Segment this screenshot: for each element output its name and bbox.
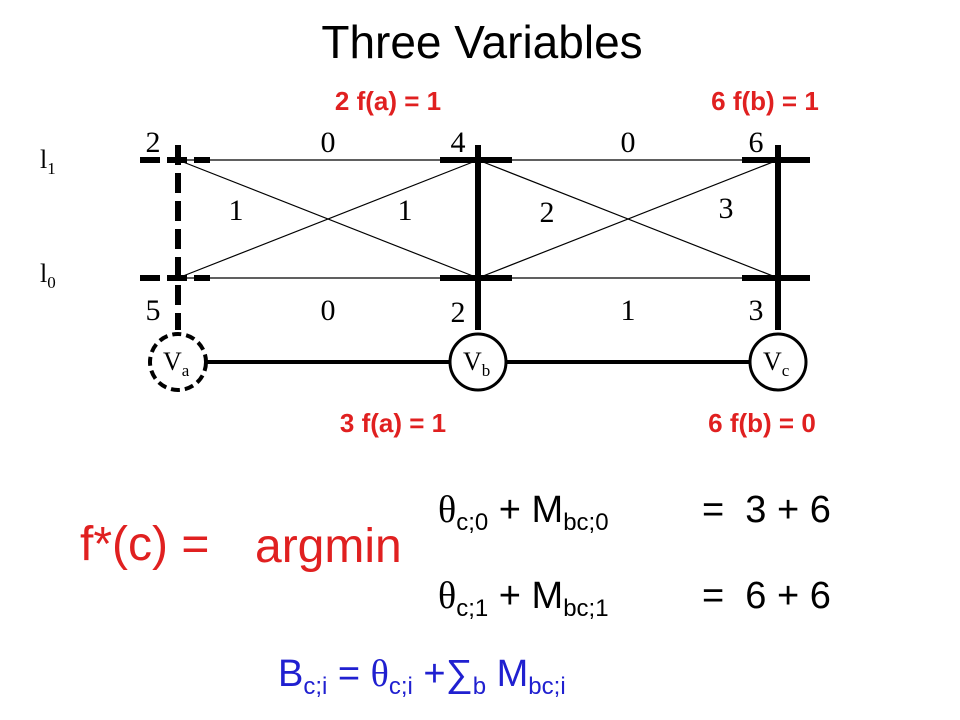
formula-row-0: θc;0 + Mbc;0: [438, 489, 609, 536]
formula-argmin: argmin: [255, 520, 402, 573]
annotation-bottom-right: 6 f(b) = 0: [708, 408, 816, 438]
edge-ab-cross-up: [177, 159, 479, 279]
pairwise-bc-bottom: 1: [621, 294, 636, 327]
variable-a-node: [148, 332, 208, 392]
pairwise-edges: [177, 159, 779, 279]
edge-bc-cross-up: [477, 159, 779, 279]
pairwise-ab-top: 0: [321, 126, 336, 159]
pairwise-bc-cross-right: 3: [719, 192, 734, 225]
unary-b-l0: 2: [451, 296, 466, 329]
formula-row-0-rhs: = 3 + 6: [702, 489, 831, 531]
page-title: Three Variables: [321, 16, 642, 68]
unary-a-l1: 2: [146, 126, 161, 159]
variable-c-node: [748, 332, 808, 392]
variable-b-node: [448, 332, 508, 392]
variable-a-labels: [140, 145, 210, 330]
unary-a-l0: 5: [146, 294, 161, 327]
formula-row-1-rhs: = 6 + 6: [702, 575, 831, 617]
formula-row-1: θc;1 + Mbc;1: [438, 575, 609, 622]
pairwise-ab-cross-left: 1: [229, 194, 244, 227]
label-name-l1: l1: [40, 145, 56, 178]
variable-a-label: Va: [163, 347, 190, 380]
annotation-top-left: 2 f(a) = 1: [335, 86, 441, 116]
annotation-top-right: 6 f(b) = 1: [711, 86, 819, 116]
annotation-bottom-left: 3 f(a) = 1: [340, 408, 446, 438]
belief-formula: Bc;i = θc;i +∑b Mbc;i: [278, 653, 566, 700]
formula-lhs: f*(c) =: [80, 518, 209, 571]
variable-c-labels: [742, 145, 810, 330]
label-name-l0: l0: [40, 259, 56, 292]
pairwise-bc-cross-left: 2: [540, 196, 555, 229]
pairwise-ab-bottom: 0: [321, 294, 336, 327]
pairwise-ab-cross-right: 1: [398, 194, 413, 227]
variable-b-labels: [440, 145, 512, 330]
variable-b-label: Vb: [463, 347, 490, 380]
unary-b-l1: 4: [451, 126, 466, 159]
pairwise-bc-top: 0: [621, 126, 636, 159]
unary-c-l1: 6: [749, 126, 764, 159]
variable-c-label: Vc: [763, 347, 790, 380]
unary-c-l0: 3: [749, 294, 764, 327]
